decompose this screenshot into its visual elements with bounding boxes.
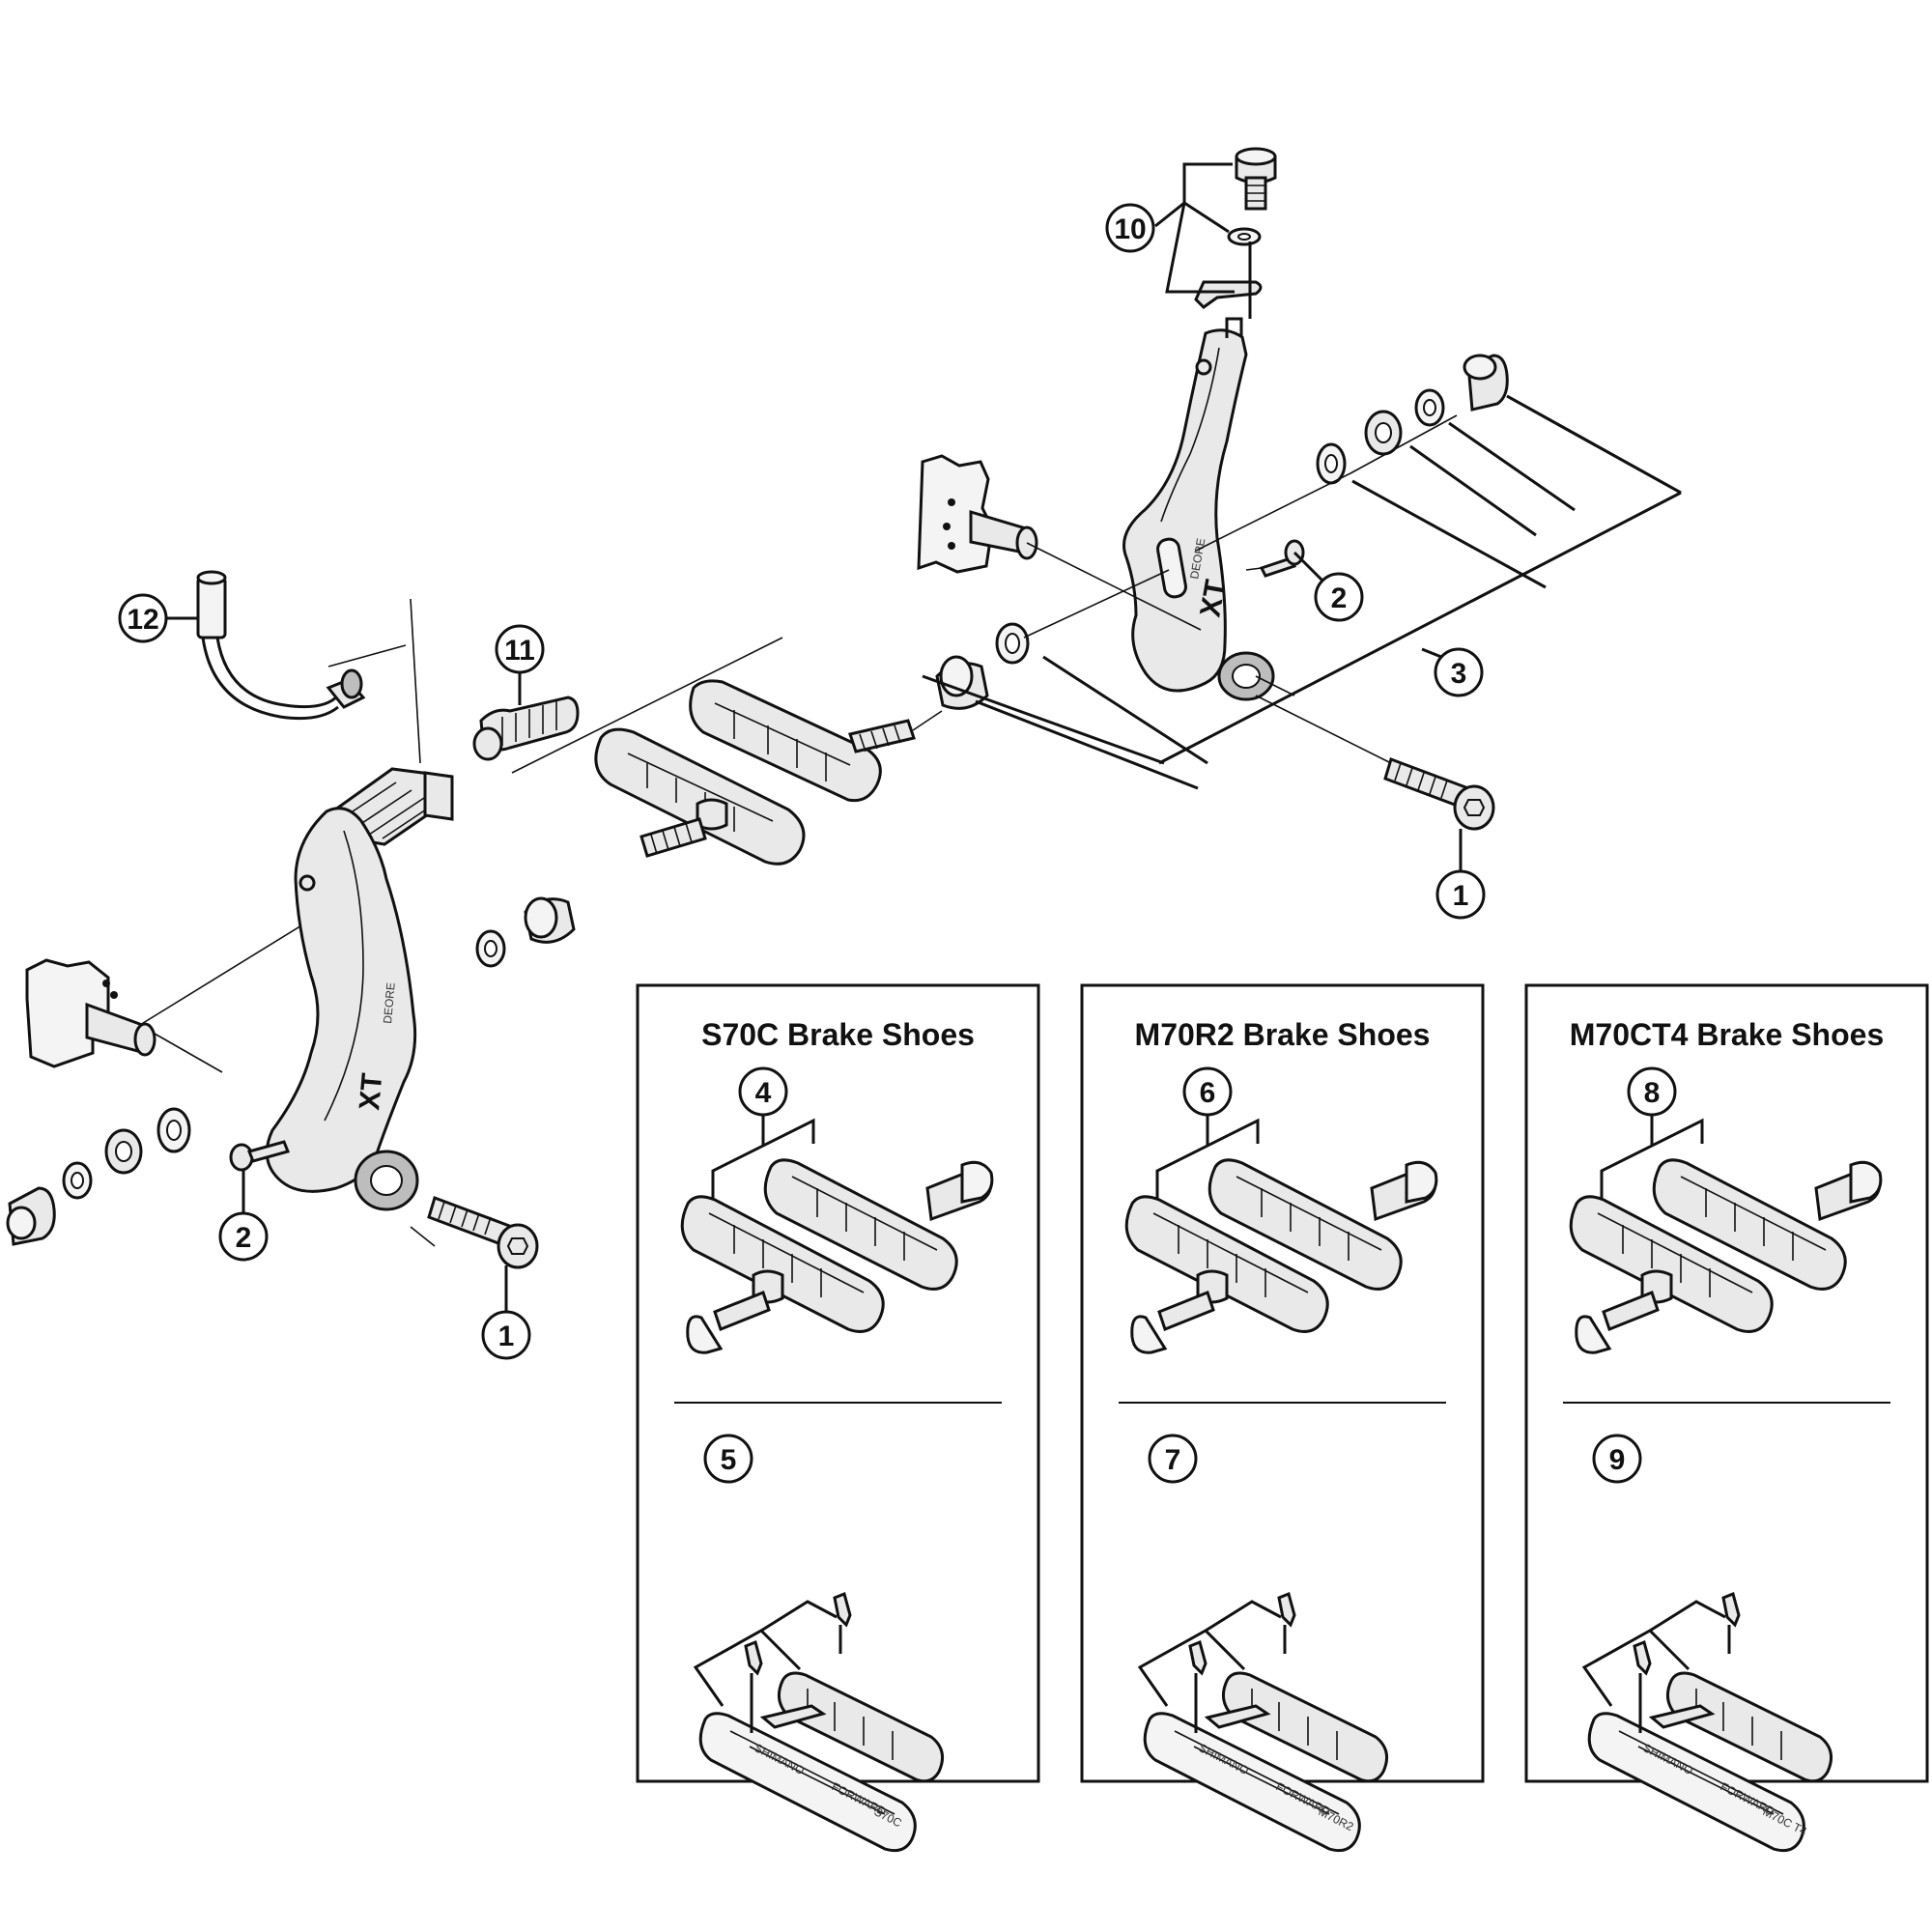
right-washer-stack bbox=[1316, 354, 1509, 485]
callout-9-label: 9 bbox=[1609, 1444, 1626, 1476]
left-brake-shoe bbox=[594, 727, 806, 866]
right-brake-arm: XT DEORE bbox=[1122, 317, 1275, 701]
left-arm-series-label: DEORE bbox=[381, 982, 398, 1025]
brake-shoe-panels: S70C Brake Shoes4SHIMANOFORWARDS70C5M70R… bbox=[636, 983, 1929, 1853]
left-spring-adjust-screw bbox=[229, 1140, 291, 1172]
callout-6-label: 6 bbox=[1200, 1077, 1216, 1109]
callout-1-left: 1 bbox=[481, 1265, 531, 1360]
callout-11: 11 bbox=[495, 624, 545, 705]
inner-cable-boot bbox=[472, 696, 580, 761]
callout-2-right: 2 bbox=[1293, 551, 1364, 622]
right-arm-brand-label: XT bbox=[1194, 578, 1232, 619]
right-pivot-fixing-bolt bbox=[1255, 695, 1495, 831]
callout-12: 12 bbox=[118, 593, 199, 643]
callout-3-bracket bbox=[922, 394, 1682, 790]
callout-2-left: 2 bbox=[218, 1171, 269, 1262]
callout-3-label: 3 bbox=[1451, 658, 1467, 690]
callout-2-right-label: 2 bbox=[1331, 582, 1348, 614]
panel-title: M70R2 Brake Shoes bbox=[1135, 1017, 1431, 1052]
callout-5-circle bbox=[703, 1434, 753, 1484]
right-shoe-spacer-stack bbox=[935, 622, 1030, 710]
callout-12-label: 12 bbox=[127, 604, 158, 636]
callout-7-label: 7 bbox=[1165, 1444, 1181, 1476]
left-arm-brand-label: XT bbox=[354, 1072, 388, 1112]
right-brake-shoe bbox=[689, 679, 916, 803]
callout-7-circle bbox=[1148, 1434, 1198, 1484]
callout-6-circle bbox=[1182, 1066, 1233, 1117]
right-brake-arm-assembly: XT DEORE bbox=[689, 147, 1509, 831]
callout-1-left-label: 1 bbox=[498, 1321, 515, 1352]
callout-1-right-label: 1 bbox=[1453, 880, 1469, 912]
callout-9-circle bbox=[1592, 1434, 1642, 1484]
callout-10: 10 bbox=[1105, 162, 1235, 294]
left-washer-stack bbox=[6, 1107, 191, 1246]
callout-5-label: 5 bbox=[721, 1444, 737, 1476]
left-brake-arm: XT DEORE bbox=[265, 807, 419, 1211]
left-frame-boss bbox=[25, 958, 156, 1068]
left-brake-arm-assembly: XT DEORE bbox=[6, 570, 806, 1269]
left-pivot-fixing-bolt bbox=[427, 1196, 539, 1269]
callout-1-right: 1 bbox=[1435, 829, 1486, 920]
cable-fixing-bolt-set bbox=[1194, 147, 1277, 319]
callout-3: 3 bbox=[1434, 647, 1484, 697]
callout-11-label: 11 bbox=[504, 635, 535, 667]
panel-border bbox=[636, 983, 1040, 1783]
left-shoe-spacer-stack bbox=[475, 896, 576, 968]
inner-cable-lead-pipe bbox=[196, 570, 366, 721]
right-spring-adjust-screw bbox=[1245, 539, 1305, 578]
callout-2-left-label: 2 bbox=[236, 1222, 252, 1254]
right-frame-boss bbox=[917, 454, 1038, 574]
callout-4-circle bbox=[738, 1066, 788, 1117]
panel-border bbox=[1080, 983, 1485, 1783]
callout-10-label: 10 bbox=[1114, 213, 1146, 245]
panel-title: M70CT4 Brake Shoes bbox=[1570, 1017, 1884, 1052]
callout-8-label: 8 bbox=[1644, 1077, 1661, 1109]
exploded-alignment-lines bbox=[134, 414, 1458, 1247]
callout-4-label: 4 bbox=[755, 1077, 772, 1109]
panel-border bbox=[1524, 983, 1929, 1783]
callout-8-circle bbox=[1627, 1066, 1677, 1117]
panel-title: S70C Brake Shoes bbox=[701, 1017, 975, 1052]
